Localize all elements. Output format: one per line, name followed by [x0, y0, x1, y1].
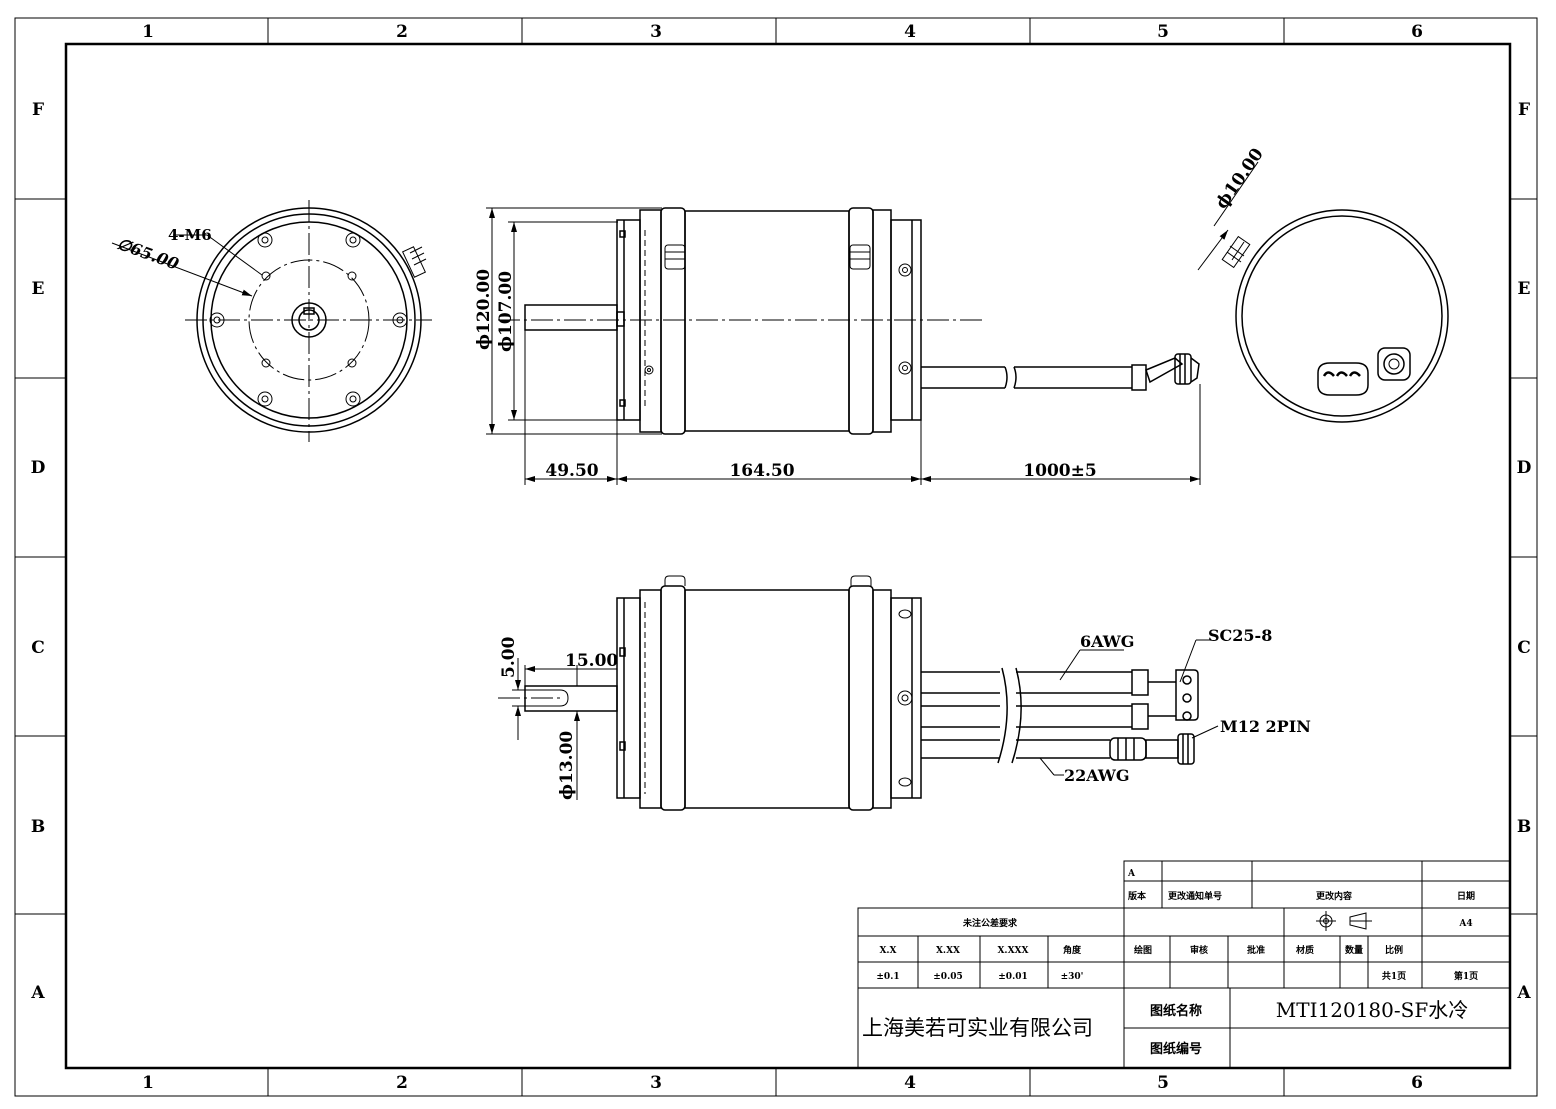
zone-row-f-left: F — [32, 100, 44, 120]
zone-col-5-top: 5 — [1157, 22, 1169, 42]
drawing-name-label: 图纸名称 — [1150, 1003, 1202, 1019]
zone-row-f-right: F — [1518, 100, 1530, 120]
label-cable-power: 6AWG — [1080, 632, 1134, 651]
label-cable-signal: 22AWG — [1064, 766, 1130, 785]
dim-dia-107: ϕ107.00 — [496, 271, 516, 352]
zone-col-2-top: 2 — [396, 22, 408, 42]
zone-col-3-bottom: 3 — [650, 1073, 662, 1093]
title-block: A 版本 更改通知单号 更改内容 日期 未注公差要求 X.X X.XX X.XX… — [857, 860, 1511, 1069]
label-connector: M12 2PIN — [1220, 717, 1311, 736]
zone-col-6-top: 6 — [1411, 22, 1423, 42]
role-check: 审核 — [1190, 944, 1208, 956]
zone-row-c-right: C — [1517, 638, 1531, 658]
company-name: 上海美若可实业有限公司 — [862, 1016, 1093, 1040]
col-date: 日期 — [1457, 890, 1475, 902]
zone-row-d-right: D — [1517, 458, 1532, 478]
zone-row-b-left: B — [31, 817, 45, 837]
zone-col-6-bottom: 6 — [1411, 1073, 1423, 1093]
tol-header-1: X.X — [879, 946, 896, 956]
projection-symbol — [1316, 911, 1372, 931]
zone-col-5-bottom: 5 — [1157, 1073, 1169, 1093]
dim-port-dia: ϕ10.00 — [1212, 145, 1268, 213]
drawing-number-label: 图纸编号 — [1150, 1041, 1202, 1057]
front-view: 4-M6 ∅65.00 — [111, 200, 432, 442]
sheet-size: A4 — [1458, 919, 1472, 929]
bolt-callout: 4-M6 — [168, 226, 212, 244]
tol-header-3: X.XXX — [997, 946, 1028, 956]
zone-row-b-right: B — [1517, 817, 1531, 837]
page-no: 第1页 — [1454, 970, 1478, 982]
col-notice: 更改通知单号 — [1168, 890, 1222, 902]
total-pages: 共1页 — [1382, 970, 1406, 982]
zone-col-3-top: 3 — [650, 22, 662, 42]
dim-dia-120: ϕ120.00 — [474, 269, 494, 350]
zone-col-2-bottom: 2 — [396, 1073, 408, 1093]
zone-row-a-left: A — [30, 983, 45, 1003]
drawing-name: MTI120180-SF水冷 — [1276, 998, 1468, 1022]
role-approve: 批准 — [1247, 944, 1265, 956]
zone-col-1-bottom: 1 — [142, 1073, 154, 1093]
zone-row-a-right: A — [1516, 983, 1531, 1003]
bottom-cables — [921, 667, 1199, 765]
sheet-frame: 1 2 3 4 5 6 1 2 3 4 5 6 F E D C B A F E … — [14, 17, 1538, 1097]
side-cable — [921, 353, 1200, 391]
tol-value-1: ±0.1 — [876, 972, 899, 982]
col-scale: 比例 — [1385, 944, 1403, 956]
bottom-view: 5.00 15.00 ϕ13.00 6AWG SC25-8 M12 2PIN 2… — [498, 575, 1311, 811]
water-fittings — [644, 244, 912, 375]
tol-value-3: ±0.01 — [998, 972, 1027, 982]
cable-glands — [1317, 347, 1411, 396]
zone-col-4-top: 4 — [904, 22, 916, 42]
zone-row-c-left: C — [31, 638, 45, 658]
flange-bolt-holes — [209, 232, 408, 407]
rev-mark: A — [1127, 869, 1136, 879]
zone-row-d-left: D — [31, 458, 46, 478]
role-draw: 绘图 — [1134, 944, 1152, 956]
dim-cable-length: 1000±5 — [1023, 461, 1096, 481]
label-terminal: SC25-8 — [1208, 626, 1272, 645]
dim-key-length: 15.00 — [565, 651, 618, 671]
dim-shaft-dia: ϕ13.00 — [557, 731, 577, 800]
zone-col-1-top: 1 — [142, 22, 154, 42]
tol-value-4: ±30' — [1061, 972, 1084, 982]
dim-body-length: 164.50 — [729, 461, 794, 481]
col-version: 版本 — [1127, 890, 1147, 902]
side-view: ϕ120.00 ϕ107.00 49.50 164.50 1000±5 — [474, 207, 1201, 485]
dim-shaft-length: 49.50 — [545, 461, 598, 481]
zone-col-4-bottom: 4 — [904, 1073, 916, 1093]
zone-row-e-left: E — [32, 279, 45, 299]
tol-value-2: ±0.05 — [933, 972, 962, 982]
water-port — [401, 246, 427, 278]
zone-row-e-right: E — [1518, 279, 1531, 299]
dim-key-width: 5.00 — [499, 636, 519, 678]
col-qty: 数量 — [1345, 944, 1363, 956]
col-content: 更改内容 — [1316, 890, 1352, 902]
rear-view: ϕ10.00 — [1197, 145, 1449, 423]
tol-header-2: X.XX — [936, 946, 960, 956]
tol-header-4: 角度 — [1063, 944, 1082, 956]
tol-title: 未注公差要求 — [962, 917, 1018, 929]
col-material: 材质 — [1295, 944, 1314, 956]
